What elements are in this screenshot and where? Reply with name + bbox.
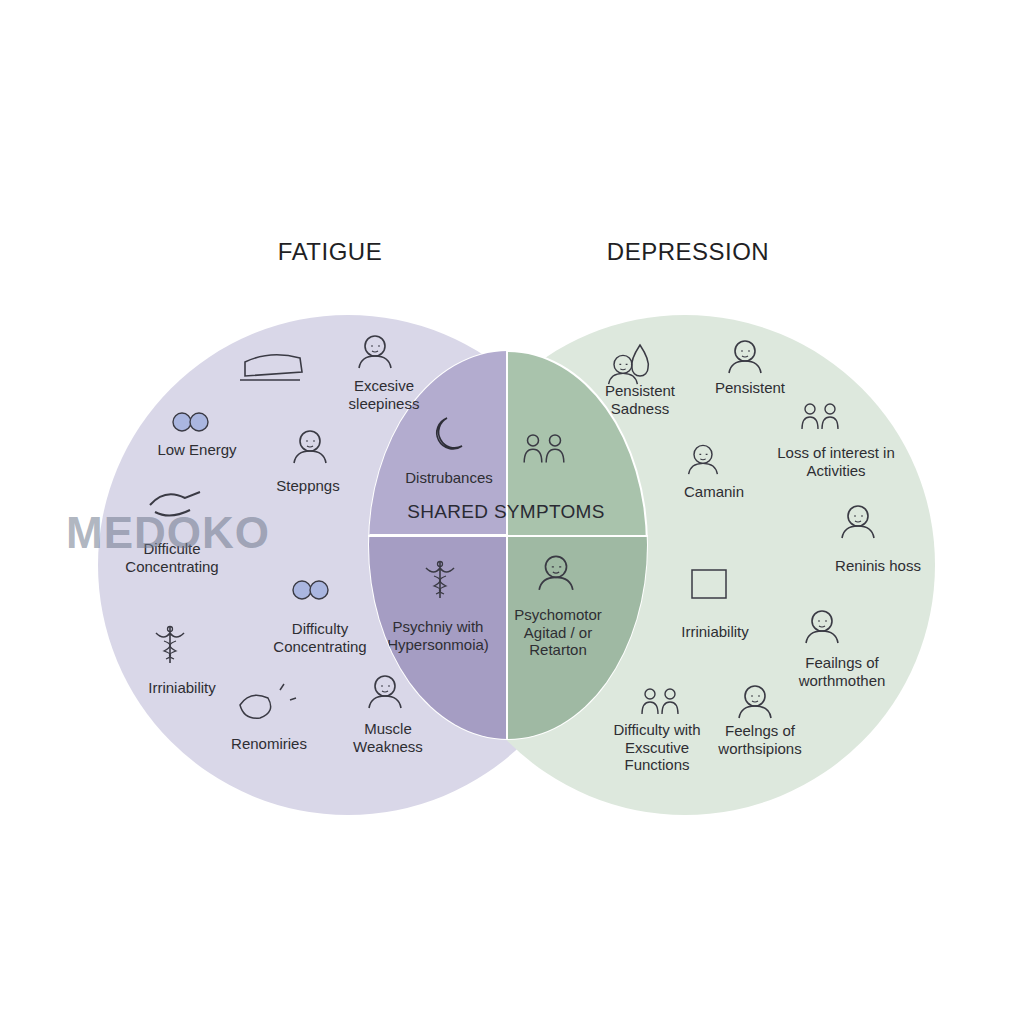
- symptom-label: Feelngs of worthsipions: [705, 722, 815, 757]
- fatigue-icons: [150, 336, 401, 718]
- symptom-label: Pensistent: [700, 379, 800, 397]
- moon-icon: [437, 418, 462, 449]
- face-icon: [609, 355, 638, 384]
- people-icon: [524, 435, 564, 463]
- circle-heading: FATIGUE: [278, 238, 382, 266]
- symptom-label: Camanin: [664, 483, 764, 501]
- shared-icons: [426, 418, 573, 598]
- people-icon: [642, 689, 678, 714]
- caduceus-icon: [426, 562, 454, 599]
- symptom-label: Muscle Weakness: [333, 720, 443, 755]
- pills-icon: [293, 581, 328, 599]
- face-icon: [369, 676, 401, 708]
- watermark: MEDOKO: [66, 508, 270, 558]
- frame-icon: [692, 570, 726, 598]
- symptom-label: Distrubances: [389, 469, 509, 487]
- symptom-label: Feailngs of worthmothen: [787, 654, 897, 689]
- caduceus-icon: [156, 627, 184, 664]
- people-icon: [802, 404, 838, 429]
- symptom-label: Steppngs: [253, 477, 363, 495]
- drop-icon: [632, 345, 649, 376]
- symptom-label: Pensistent Sadness: [590, 382, 690, 417]
- face-icon: [359, 336, 391, 368]
- face-icon: [739, 686, 771, 718]
- face-icon: [294, 431, 326, 463]
- lying-icon: [240, 355, 302, 380]
- person-icon: [806, 611, 838, 643]
- symptom-label: Psychomotor Agitad / or Retarton: [503, 606, 613, 659]
- circle-heading: DEPRESSION: [607, 238, 769, 266]
- face-icon: [729, 341, 761, 373]
- symptom-label: Difficulty Concentrating: [260, 620, 380, 655]
- symptom-label: Irriniability: [122, 679, 242, 697]
- symptom-label: Excesive sleepiness: [329, 377, 439, 412]
- depression-icons: [609, 341, 874, 718]
- hand-icon: [150, 492, 200, 516]
- person-icon: [689, 445, 718, 474]
- person-icon: [842, 506, 874, 538]
- brain-icon: [240, 684, 296, 718]
- symptom-label: Difficulty with Exscutive Functions: [597, 721, 717, 774]
- symptom-label: Psychniy with Hypersonmoia): [373, 618, 503, 653]
- divider-line: [368, 535, 648, 537]
- symptom-label: Irriniability: [660, 623, 770, 641]
- symptom-label: Low Energy: [142, 441, 252, 459]
- region-heading: SHARED SYMPTOMS: [407, 501, 604, 523]
- symptom-label: Loss of interest in Activities: [766, 444, 906, 479]
- symptom-label: Renomiries: [214, 735, 324, 753]
- energy-icon: [173, 413, 208, 431]
- symptom-label: Reninis hoss: [823, 557, 933, 575]
- face-icon: [539, 556, 573, 590]
